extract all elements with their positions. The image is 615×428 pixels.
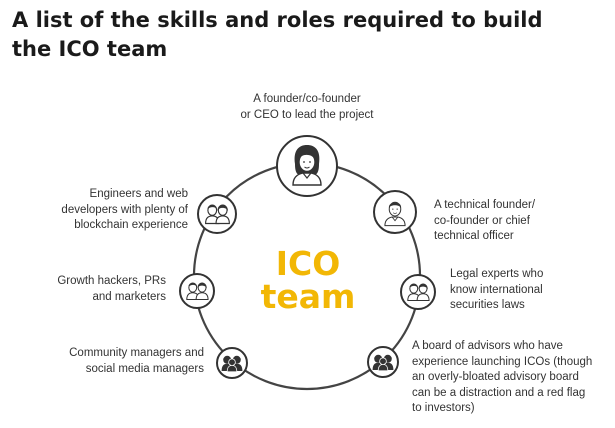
title-line-2: the ICO team	[12, 37, 168, 61]
label-ceo: A founder/co-founder or CEO to lead the …	[240, 93, 374, 121]
label-cto: A technical founder/ co-founder or chief…	[434, 199, 536, 242]
center-label-line-2: team	[260, 277, 356, 316]
node-legal	[400, 274, 436, 310]
title-line-1: A list of the skills and roles required …	[12, 8, 543, 32]
center-label-line-1: ICO	[275, 244, 341, 283]
center-label: ICO team	[243, 247, 373, 313]
label-legal: Legal experts who know international sec…	[450, 268, 544, 311]
page-title: A list of the skills and roles required …	[12, 6, 572, 64]
label-engineers: Engineers and web developers with plenty…	[61, 188, 188, 231]
node-ceo	[276, 135, 338, 197]
node-growth	[179, 273, 215, 309]
node-cto	[373, 190, 417, 234]
node-community	[216, 347, 248, 379]
label-growth: Growth hackers, PRs and marketers	[57, 275, 166, 303]
node-engineers	[197, 194, 237, 234]
label-advisors: A board of advisors who have experience …	[412, 340, 593, 414]
label-community: Community managers and social media mana…	[69, 347, 204, 375]
woman-icon	[292, 144, 322, 186]
node-advisors	[367, 346, 399, 378]
